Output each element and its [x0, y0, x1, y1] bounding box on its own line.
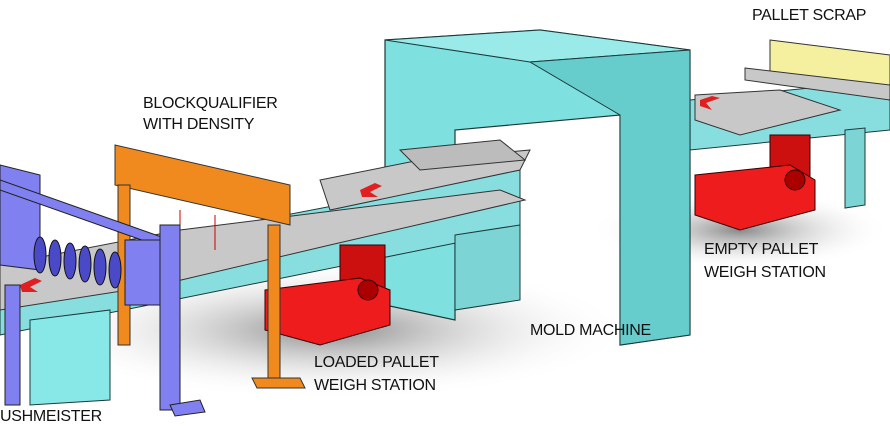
direction-arrow-icon — [20, 278, 42, 292]
mold-machine — [384, 29, 691, 346]
label-crushmeister: USHMEISTER — [0, 408, 102, 425]
label-loaded-weigh-line2: WEIGH STATION — [314, 377, 436, 394]
label-mold-machine: MOLD MACHINE — [530, 322, 651, 339]
direction-arrow-icon — [360, 183, 382, 197]
pallet-scraper — [744, 39, 890, 101]
empty-pallet-weigh-station — [694, 134, 816, 231]
label-blockqualifier-line2: WITH DENSITY — [143, 116, 255, 133]
label-empty-weigh-line2: WEIGH STATION — [704, 264, 826, 281]
label-loaded-weigh-line1: LOADED PALLET — [314, 354, 439, 371]
crushmeister — [0, 164, 206, 417]
empty-pallet — [694, 89, 842, 136]
loaded-pallet-weigh-station — [264, 244, 391, 346]
direction-arrow-icon — [700, 96, 720, 110]
label-pallet-scraper: PALLET SCRAP — [752, 7, 867, 24]
label-blockqualifier-line1: BLOCKQUALIFIER — [143, 95, 278, 112]
label-empty-weigh-line1: EMPTY PALLET — [704, 241, 819, 258]
